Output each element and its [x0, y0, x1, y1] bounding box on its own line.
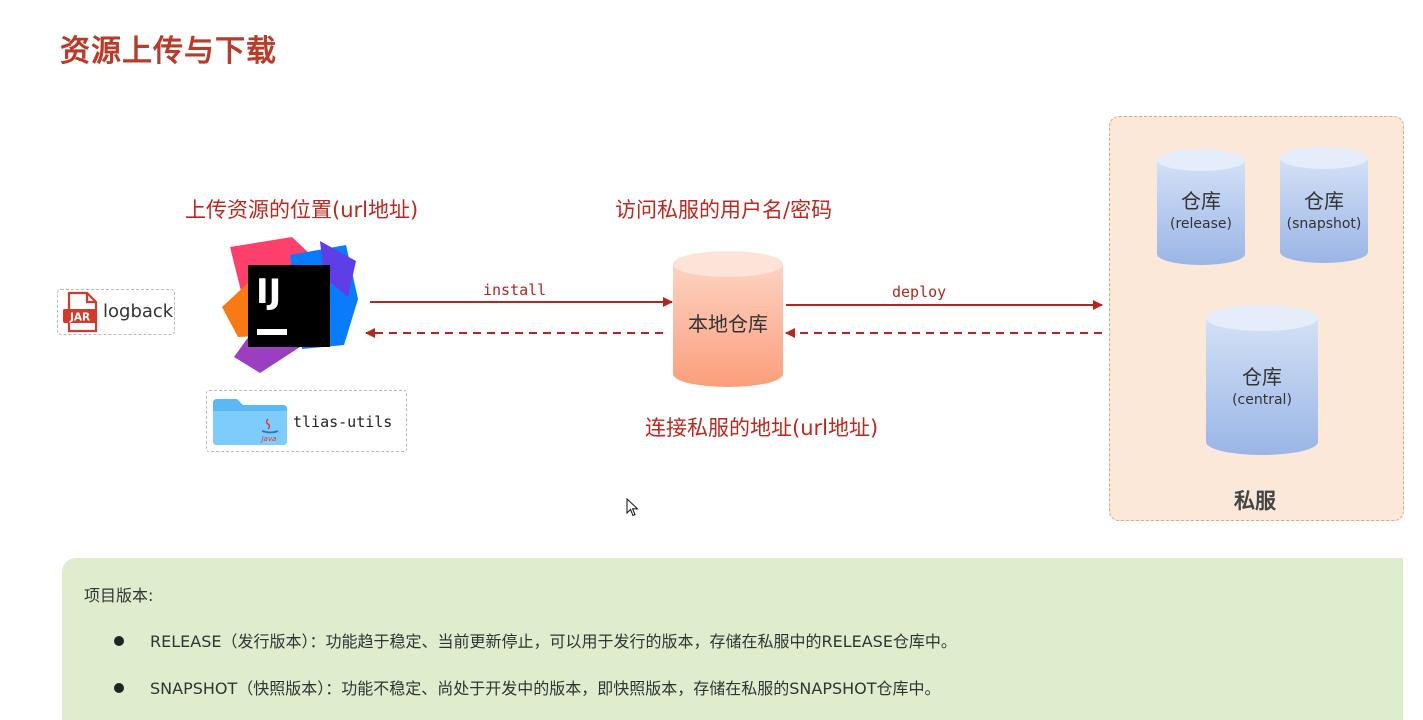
bullet-icon [114, 635, 124, 646]
jar-logback-label: logback [103, 301, 174, 322]
release-repo-cylinder [1157, 149, 1245, 265]
local-repo-cylinder [673, 251, 783, 387]
release-repo-label: 仓库 (release) [1170, 189, 1232, 232]
svg-text:JAR: JAR [69, 312, 90, 324]
page-title: 资源上传与下载 [60, 34, 277, 69]
upload-location-label: 上传资源的位置(url地址) [185, 198, 419, 222]
tlias-utils-project-box: Java tlias-utils [206, 390, 407, 452]
deploy-label: deploy [892, 283, 947, 301]
snapshot-repo-label: 仓库 (snapshot) [1286, 189, 1362, 232]
central-repo-label: 仓库 (central) [1232, 365, 1292, 408]
intellij-idea-icon: IJ [222, 237, 358, 373]
private-server-label: 私服 [1234, 489, 1276, 513]
central-repo-cylinder [1206, 305, 1318, 455]
snapshot-note-text: SNAPSHOT（快照版本）：功能不稳定、尚处于开发中的版本，即快照版本，存储在… [150, 679, 941, 698]
jar-logback-box: JAR logback [57, 289, 175, 335]
credentials-label: 访问私服的用户名/密码 [615, 198, 833, 222]
svg-text:IJ: IJ [256, 272, 281, 312]
install-label: install [483, 281, 547, 299]
jar-file-icon: JAR [63, 291, 98, 333]
local-repo-label: 本地仓库 [688, 312, 768, 336]
snapshot-repo-cylinder [1280, 147, 1368, 263]
bullet-icon [114, 682, 124, 693]
version-notes-heading: 项目版本: [84, 586, 154, 605]
release-note-text: RELEASE（发行版本）：功能趋于稳定、当前更新停止，可以用于发行的版本，存储… [150, 632, 957, 651]
folder-icon: Java [213, 399, 287, 445]
release-note-item: RELEASE（发行版本）：功能趋于稳定、当前更新停止，可以用于发行的版本，存储… [114, 628, 957, 652]
svg-text:Java: Java [260, 435, 277, 443]
snapshot-note-item: SNAPSHOT（快照版本）：功能不稳定、尚处于开发中的版本，即快照版本，存储在… [114, 675, 941, 699]
mouse-cursor-icon [626, 498, 639, 517]
version-notes-box: 项目版本: RELEASE（发行版本）：功能趋于稳定、当前更新停止，可以用于发行… [62, 558, 1403, 720]
tlias-utils-label: tlias-utils [293, 413, 393, 431]
connect-address-label: 连接私服的地址(url地址) [645, 416, 879, 440]
